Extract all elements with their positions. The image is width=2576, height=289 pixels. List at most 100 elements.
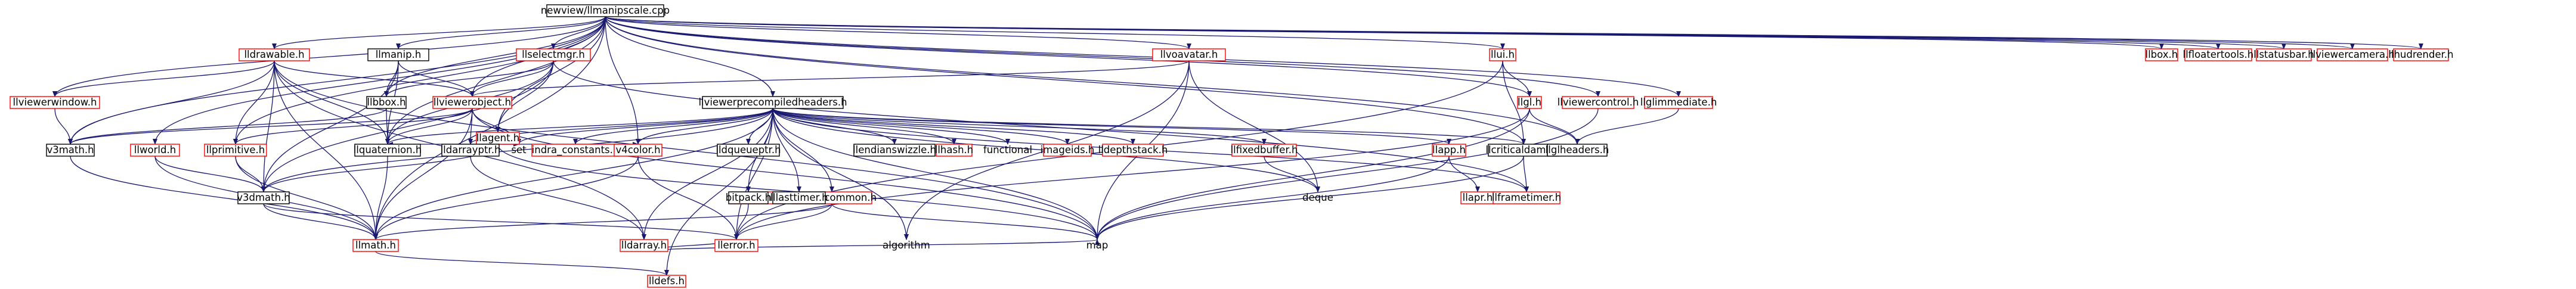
edge-llindex_common-to-map [831,203,1100,240]
node-llprimitive[interactable]: llprimitive.h [204,144,267,157]
node-llbbox-label: llbbox.h [367,97,405,108]
edge-llviewerprecompiledheaders-to-lldefs [664,108,773,276]
node-indra_constants[interactable]: indra_constants.h [531,144,620,157]
node-lldarrayptr-label: lldarrayptr.h [441,144,501,156]
edge-root-to-llviewerprecompiledheaders [605,16,775,97]
node-llframetimer-box [1493,191,1561,204]
edge-llviewerprecompiledheaders-to-llquaternion [385,108,773,145]
node-lldarray[interactable]: lldarray.h [620,239,668,252]
node-llworld[interactable]: llworld.h [130,144,180,157]
node-llhash[interactable]: llhash.h [935,144,974,157]
node-llglimmediate[interactable]: llglimmediate.h [1640,96,1717,109]
node-llstatusbar[interactable]: llstatusbar.h [2253,48,2314,61]
node-llapr[interactable]: llapr.h [1460,191,1495,204]
node-llfloatertools-box [2184,48,2252,61]
node-lllasttimer-label: lllasttimer.h [770,192,828,203]
edge-root-to-llcriticaldamp [605,16,1526,145]
edge-lldarray-to-map [643,239,1100,252]
node-deque: deque [1302,192,1333,203]
node-llviewerobject[interactable]: llviewerobject.h [432,96,512,109]
edge-llselectmgr-to-llframetimer [553,60,1529,192]
node-imageids[interactable]: imageids.h [1041,144,1095,157]
node-llvoavatar[interactable]: llvoavatar.h [1152,48,1226,61]
node-lllasttimer-box [772,191,826,204]
edge-lldrawable-to-llquaternion [274,60,390,145]
node-v3math[interactable]: v3math.h [46,144,95,157]
node-bitpack-label: bitpack.h [726,192,771,203]
node-llvoavatar-box [1152,48,1226,61]
node-llviewerwindow-label: llviewerwindow.h [13,97,97,108]
edge-llvoavatar-to-llviewerobject [470,60,1190,97]
node-llviewercontrol[interactable]: llviewercontrol.h [1558,96,1639,109]
node-llcriticaldamp[interactable]: llcriticaldamp.h [1485,144,1562,157]
edge-llgl-to-llerror [734,108,1530,240]
edge-llviewerprecompiledheaders-to-llapp [772,108,1451,145]
node-v3dmath[interactable]: v3dmath.h [237,191,290,204]
node-llviewerobject-label: llviewerobject.h [434,97,511,108]
node-llapp[interactable]: llapp.h [1432,144,1466,157]
node-llworld-label: llworld.h [134,144,176,156]
node-llmath-label: llmath.h [355,240,396,251]
node-lldqueueptr[interactable]: lldqueueptr.h [716,144,781,157]
node-llviewerwindow[interactable]: llviewerwindow.h [10,96,100,109]
node-lldepthstack[interactable]: lldepthstack.h [1098,144,1168,157]
node-llhudrender[interactable]: llhudrender.h [2388,48,2454,61]
node-llagent[interactable]: llagent.h [476,132,520,145]
edge-lldrawable-to-llmath [274,60,378,240]
node-llvoavatar-label: llvoavatar.h [1160,49,1218,60]
node-lldarrayptr[interactable]: lldarrayptr.h [441,144,501,157]
node-llfloatertools[interactable]: llfloatertools.h [2183,48,2254,61]
node-llbox[interactable]: llbox.h [2145,48,2178,61]
node-lldefs[interactable]: lldefs.h [647,275,686,288]
edge-llcriticaldamp-to-map [1095,156,1524,240]
node-llui-label: llui.h [1491,49,1515,60]
node-lldrawable[interactable]: lldrawable.h [239,48,310,61]
node-bitpack[interactable]: bitpack.h [726,191,771,204]
node-v4color[interactable]: v4color.h [614,144,662,157]
node-llglheaders[interactable]: llglheaders.h [1546,144,1609,157]
node-llmanip[interactable]: llmanip.h [367,48,429,61]
node-map-label: map [1086,240,1109,251]
node-llerror[interactable]: llerror.h [714,239,758,252]
edge-llviewerprecompiledheaders-to-imageids [772,108,1070,145]
edge-llui-to-llcriticaldamp [1502,60,1526,145]
node-llstatusbar-box [2256,48,2312,61]
edge-llviewerwindow-to-v3math [54,108,73,145]
edge-root-to-llvoavatar [605,16,1191,49]
node-llfixedbuffer[interactable]: llfixedbuffer.h [1231,144,1298,157]
node-llapp-label: llapp.h [1432,144,1466,156]
node-llmath[interactable]: llmath.h [352,239,399,252]
node-root[interactable]: newview/llmanipscale.cpp [541,4,670,17]
node-llviewerprecompiledheaders[interactable]: llviewerprecompiledheaders.h [698,96,847,109]
edge-root-to-llhudrender [605,16,2423,49]
node-bitpack-box [728,191,769,204]
node-llagent-label: llagent.h [476,132,520,144]
node-llviewercamera[interactable]: llviewercamera.h [2310,48,2395,61]
node-llbox-box [2145,48,2178,61]
edge-llviewerprecompiledheaders-to-llerror [734,108,773,240]
edge-llviewerprecompiledheaders-to-indra_constants [573,108,773,145]
node-llselectmgr-label: llselectmgr.h [522,49,585,60]
node-lllasttimer[interactable]: lllasttimer.h [770,191,828,204]
edge-llgl-to-map [1095,108,1530,240]
dependency-nodes: newview/llmanipscale.cpp lldrawable.h llma… [10,4,2454,288]
node-llendianswizzle[interactable]: llendianswizzle.h [853,144,936,157]
edge-llviewerprecompiledheaders-to-set [516,108,773,145]
node-llui[interactable]: llui.h [1489,48,1516,61]
node-llprimitive-box [204,144,267,157]
edge-root-to-llviewercontrol [605,16,1600,97]
edge-root-to-v3math [68,16,606,145]
node-v3math-label: v3math.h [47,144,94,156]
edge-llglimmediate-to-llglheaders [1575,108,1679,145]
node-llselectmgr[interactable]: llselectmgr.h [516,48,591,61]
node-llgl[interactable]: llgl.h [1517,96,1542,109]
node-lldefs-label: lldefs.h [649,275,685,287]
node-llui-box [1489,48,1516,61]
node-llviewercamera-box [2317,48,2388,61]
node-llframetimer[interactable]: llframetimer.h [1492,191,1561,204]
node-llviewerwindow-box [10,96,100,109]
node-llbbox[interactable]: llbbox.h [366,96,407,109]
edge-llworld-to-v3dmath [154,156,266,192]
node-llquaternion[interactable]: llquaternion.h [354,144,422,157]
edge-llindex_common-to-llerror [734,203,832,240]
